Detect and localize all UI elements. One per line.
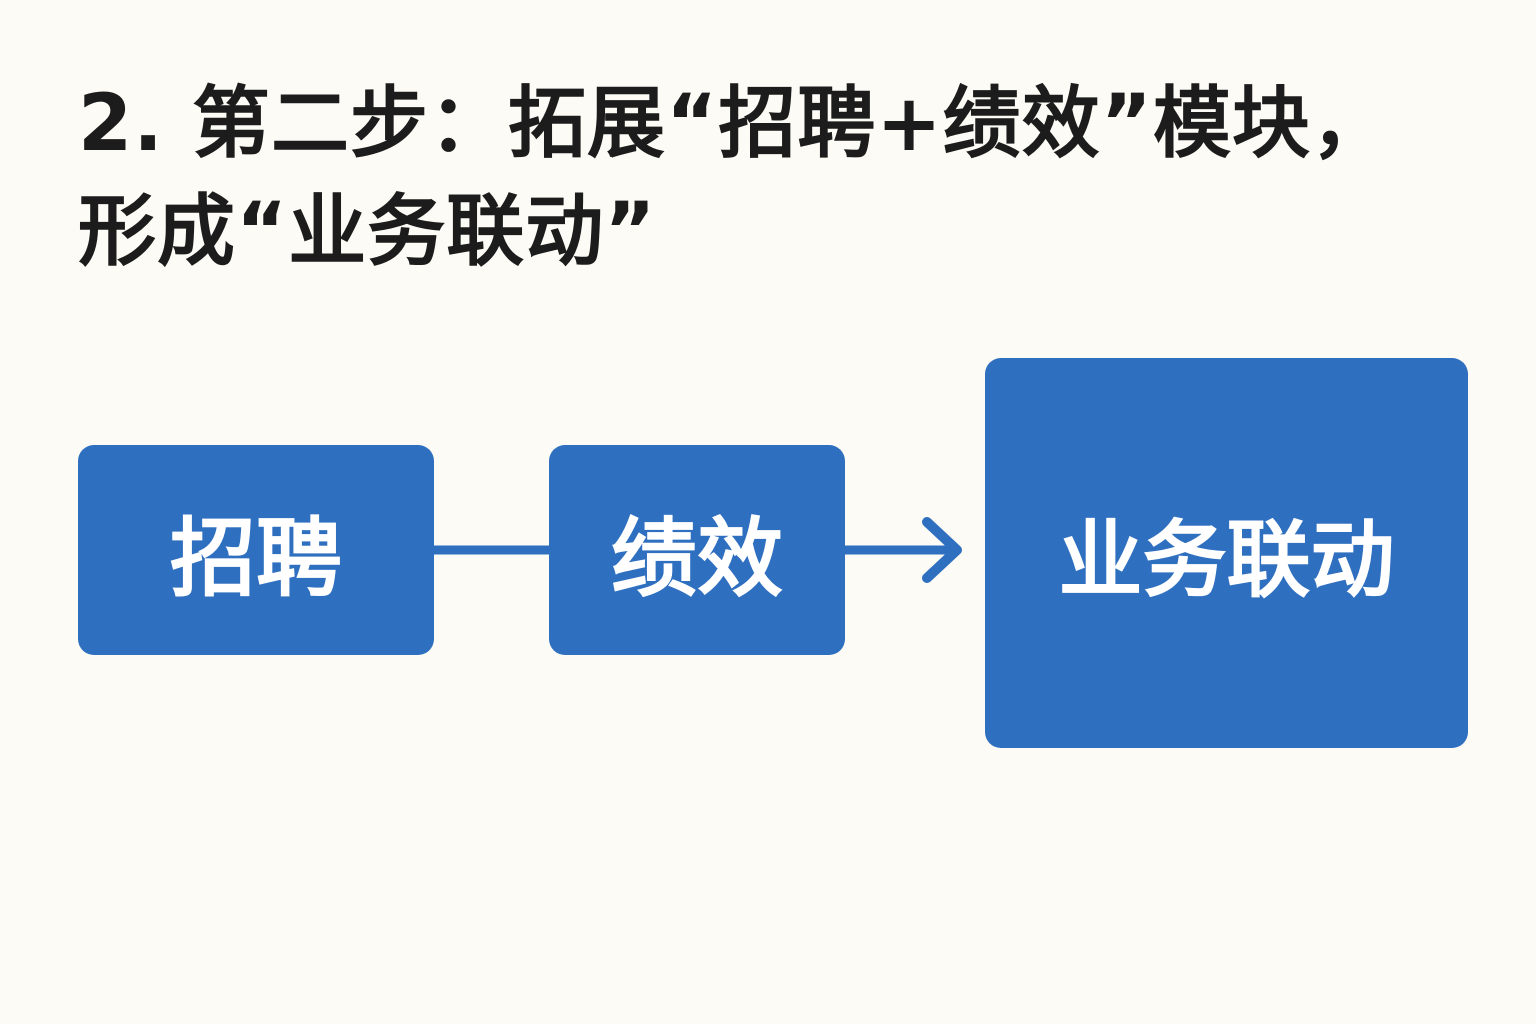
node-label: 业务联动 (1058, 510, 1395, 609)
node-business-linkage: 业务联动 (985, 358, 1468, 748)
title-line-1: 2. 第二步：拓展“招聘+绩效”模块， (78, 79, 1390, 169)
node-label: 招聘 (170, 508, 342, 609)
page-title: 2. 第二步：拓展“招聘+绩效”模块， 形成“业务联动” (78, 70, 1498, 286)
node-performance: 绩效 (549, 445, 845, 655)
node-label: 绩效 (611, 508, 783, 609)
node-recruitment: 招聘 (78, 445, 434, 655)
title-line-2: 形成“业务联动” (78, 187, 657, 277)
arrow-head-icon (922, 517, 962, 583)
